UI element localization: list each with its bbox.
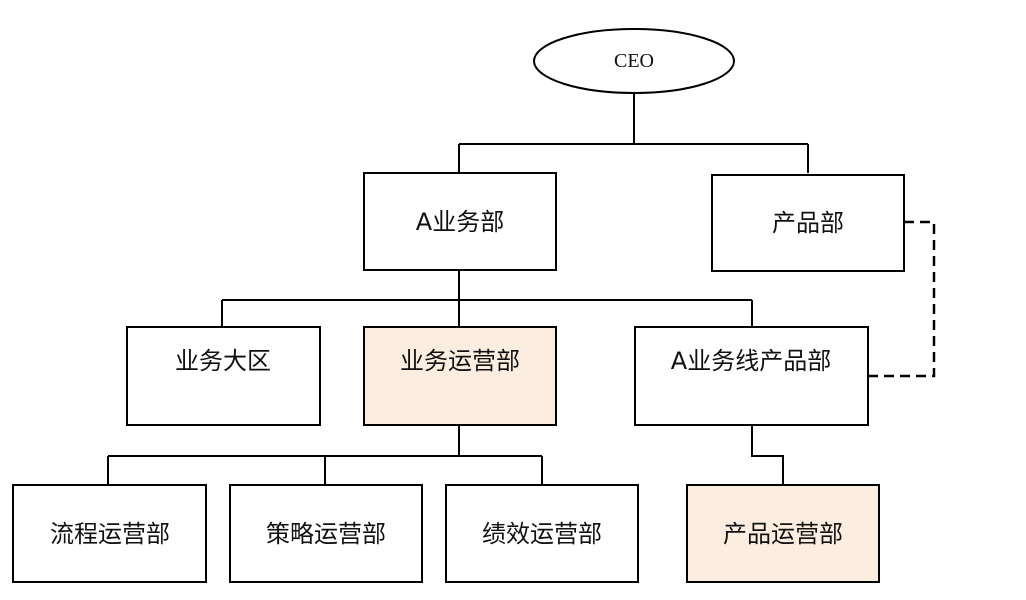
connector-line-product-to-product-ops — [751, 425, 784, 485]
node-ceo-label: CEO — [614, 50, 654, 72]
connector-lines — [107, 92, 809, 485]
node-business-region: 业务大区 — [126, 326, 321, 426]
node-a-business-label: A业务部 — [416, 208, 504, 236]
connector-a-business-to-level2 — [221, 270, 753, 327]
node-product-ops-label: 产品运营部 — [723, 520, 843, 548]
node-process-ops: 流程运营部 — [12, 484, 207, 583]
node-product: 产品部 — [711, 174, 905, 272]
node-business-ops-label: 业务运营部 — [400, 347, 520, 375]
dotted-line-relationship — [868, 220, 936, 378]
node-performance-ops: 绩效运营部 — [445, 484, 639, 583]
node-a-line-product: A业务线产品部 — [634, 326, 869, 426]
node-a-line-product-label: A业务线产品部 — [671, 347, 831, 375]
connector-ceo-to-level1 — [458, 92, 809, 173]
node-ceo: CEO — [533, 28, 735, 94]
node-product-label: 产品部 — [772, 209, 844, 237]
node-business-region-label: 业务大区 — [175, 347, 271, 375]
node-process-ops-label: 流程运营部 — [50, 520, 170, 548]
node-a-business: A业务部 — [363, 172, 557, 271]
node-strategy-ops-label: 策略运营部 — [266, 520, 386, 548]
connector-business-ops-to-level3 — [107, 425, 543, 485]
node-business-ops: 业务运营部 — [363, 326, 557, 426]
node-strategy-ops: 策略运营部 — [229, 484, 423, 583]
node-product-ops: 产品运营部 — [686, 484, 880, 583]
node-performance-ops-label: 绩效运营部 — [482, 520, 602, 548]
